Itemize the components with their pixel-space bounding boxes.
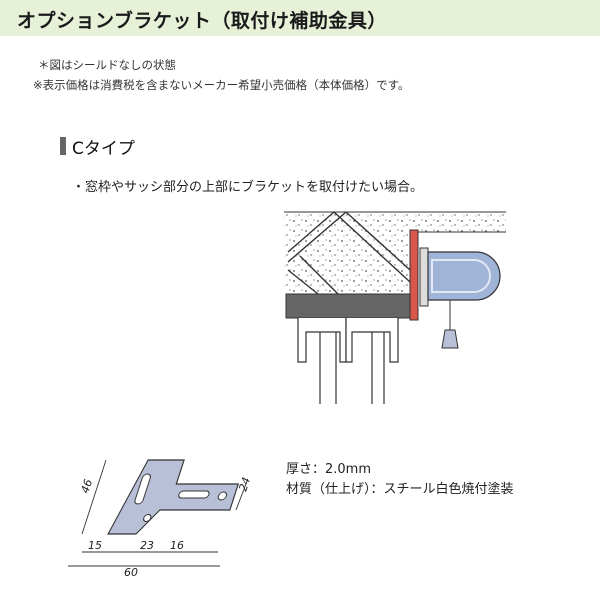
mount-slot [134,473,151,505]
note-price: ※表示価格は消費税を含まないメーカー希望小売価格（本体価格）です。 [33,78,410,92]
bracket-shape [107,459,240,535]
bracket-dimension-drawing: 46 24 15 23 16 60 [68,459,253,578]
section-marker [60,137,66,155]
dim-bottom-b: 23 [140,539,154,552]
sash-frame [287,211,411,295]
spec-thickness: 厚さ：2.0mm [286,462,372,477]
note-shield: ＊図はシールドなしの状態 [38,58,176,72]
wall-concrete [284,211,506,292]
window-frame [297,318,399,404]
installation-illustration [284,211,506,404]
bracket-plate [409,229,419,321]
dim-bottom-c: 16 [170,539,184,552]
mount-hole [143,514,152,522]
section-title: Cタイプ [72,138,135,159]
dim-height-right: 24 [236,476,253,493]
lintel [285,293,417,319]
pull-cord [441,300,459,349]
dim-height-left: 46 [78,478,95,495]
mount-slot [178,490,210,499]
spec-material: 材質（仕上げ）：スチール白色焼付塗装 [286,482,514,497]
title-bar [0,0,600,36]
section-heading: Cタイプ [60,136,135,159]
roller-blind [419,247,501,307]
usage-description: ・窓枠やサッシ部分の上部にブラケットを取付けたい場合。 [72,180,424,195]
dim-total: 60 [124,566,138,578]
dim-bottom-a: 15 [88,539,102,552]
page-title: オプションブラケット（取付け補助金具） [17,10,387,32]
mount-hole [217,491,228,501]
